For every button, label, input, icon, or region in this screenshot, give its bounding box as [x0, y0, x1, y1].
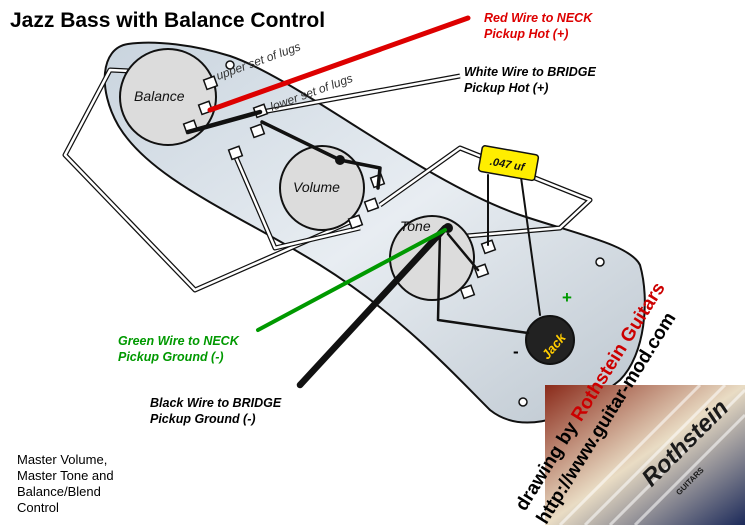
rothstein-logo: Rothstein GUITARS: [545, 383, 747, 525]
tone-label: Tone: [400, 218, 431, 234]
diagram-title: Jazz Bass with Balance Control: [10, 9, 325, 32]
black-wire-label-line2: Pickup Ground (-): [150, 412, 256, 426]
output-jack: Jack + -: [513, 288, 575, 365]
white-wire-label-line1: White Wire to BRIDGE: [464, 65, 596, 79]
volume-label: Volume: [293, 179, 340, 195]
white-wire-label-line2: Pickup Hot (+): [464, 81, 548, 95]
tone-pot: Tone: [389, 215, 497, 301]
plate-screw-hole: [518, 397, 528, 407]
solder-point: [335, 155, 345, 165]
footer-line4: Control: [17, 500, 59, 515]
plate-screw-hole: [225, 60, 235, 70]
balance-pot: Balance: [119, 48, 269, 161]
green-wire-label-line1: Green Wire to NECK: [118, 334, 240, 348]
balance-label: Balance: [134, 88, 185, 104]
green-wire: [256, 228, 447, 332]
capacitor: .047 uf: [477, 145, 540, 182]
footer-line1: Master Volume,: [17, 452, 107, 467]
green-wire-label-line2: Pickup Ground (-): [118, 350, 224, 364]
black-wire-label-line1: Black Wire to BRIDGE: [150, 396, 282, 410]
black-wires: [185, 109, 541, 389]
red-wire: [207, 15, 471, 113]
footer-line3: Balance/Blend: [17, 484, 101, 499]
jack-plus-sign: +: [562, 288, 572, 307]
plate-screw-hole: [595, 257, 605, 267]
red-wire-label-line1: Red Wire to NECK: [484, 11, 593, 25]
control-plate: [103, 41, 646, 424]
jack-minus-sign: -: [513, 342, 519, 361]
red-wire-label-line2: Pickup Hot (+): [484, 27, 568, 41]
footer-line2: Master Tone and: [17, 468, 114, 483]
volume-pot: Volume: [279, 145, 386, 231]
